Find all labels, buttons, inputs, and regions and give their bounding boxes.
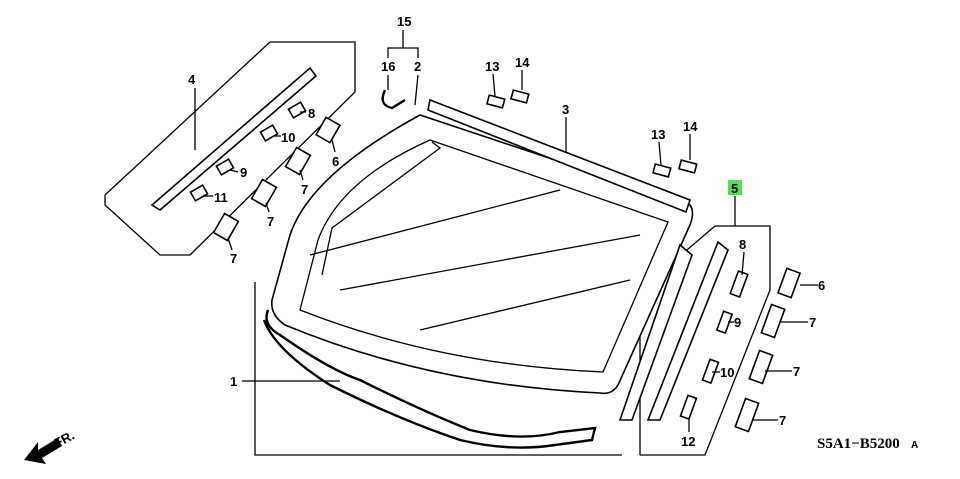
callout-11: 11 [214,190,228,205]
clips [189,89,802,433]
side-molding-a [618,243,693,421]
callout-6: 6 [332,154,339,169]
callout-7: 7 [809,315,816,330]
callout-8: 8 [739,237,746,252]
lower-dam-seal [262,309,597,449]
callout-6: 6 [818,278,825,293]
callout-15: 15 [397,14,411,29]
clip-16 [381,89,406,110]
callout-2: 2 [414,59,421,74]
left-molding-group-box [104,41,356,256]
callout-10: 10 [281,130,295,145]
callout-7: 7 [267,214,274,229]
diagram-code: S5A1−B5200 [817,436,900,452]
bracket-15 [387,47,419,58]
callout-10: 10 [720,365,734,380]
callout-4: 4 [188,72,196,87]
callout-14: 14 [683,119,698,134]
callout-1: 1 [230,374,237,389]
windshield-inner-edge [299,139,669,373]
diagram-code-suffix: A [911,440,918,451]
callout-7: 7 [793,364,800,379]
callout-7: 7 [230,251,237,266]
glass-reflection [309,189,561,256]
side-molding-b [646,240,729,421]
callout-13: 13 [651,127,665,142]
callout-7: 7 [779,413,786,428]
glass-reflection [339,234,641,291]
callout-5: 5 [731,181,738,196]
callout-5-highlight [728,180,742,195]
callout-3: 3 [562,102,569,117]
callout-16: 16 [381,59,395,74]
callout-8: 8 [308,106,315,121]
callout-14: 14 [515,55,530,70]
callout-13: 13 [485,59,499,74]
glass-reflection [419,279,631,331]
callout-7: 7 [301,182,308,197]
seal-group-bracket [254,282,622,456]
upper-molding [427,98,692,214]
side-molding-left [150,66,318,211]
callout-12: 12 [681,434,695,449]
callout-9: 9 [240,165,247,180]
callout-9: 9 [734,315,741,330]
glass-dam [321,141,442,276]
front-direction-arrow: FR. [24,428,77,464]
leader-lines [194,70,818,432]
windshield-glass [270,114,694,395]
